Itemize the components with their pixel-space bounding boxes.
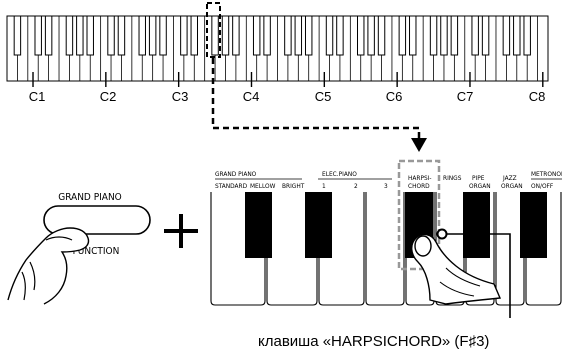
black-key: [357, 15, 365, 56]
black-key: [502, 15, 511, 56]
detail-black-key: [305, 192, 332, 258]
black-key: [211, 15, 219, 56]
detail-black-key: [245, 192, 272, 258]
plus-icon: [164, 214, 198, 248]
tone-item: 1: [322, 182, 326, 190]
black-key: [117, 15, 126, 56]
tone-group-title: GRAND PIANO: [215, 170, 257, 178]
black-key: [513, 15, 521, 56]
detail-black-key: [463, 192, 490, 258]
tone-item: HARPSI-: [408, 174, 432, 182]
tone-item: MELLOW: [250, 182, 276, 190]
black-key: [284, 15, 292, 56]
arrow-head-icon: [411, 138, 427, 152]
tone-item: PIPE: [472, 174, 485, 182]
octave-label: C7: [457, 89, 474, 104]
callout: клавиша «HARPSICHORD» (F♯3): [258, 228, 511, 350]
octave-label: C4: [243, 89, 260, 104]
harpsichord-highlight-box: [397, 159, 441, 271]
tone-item: ORGAN: [469, 182, 491, 190]
grand-piano-function-button[interactable]: [43, 205, 151, 235]
tone-item: 3: [384, 182, 388, 190]
tone-item: ORGAN: [501, 182, 523, 190]
detail-keyboard: [210, 192, 562, 306]
tone-item: JAZZ: [502, 174, 517, 182]
black-key: [377, 15, 386, 56]
black-key: [34, 15, 42, 56]
black-key: [76, 15, 84, 56]
octave-label: C6: [386, 89, 403, 104]
highlight-box: [206, 2, 221, 58]
black-key: [148, 15, 157, 56]
black-key: [325, 15, 334, 56]
callout-dot: [436, 228, 448, 240]
black-key: [107, 15, 115, 56]
octave-label: C3: [172, 89, 189, 104]
callout-leader: [447, 233, 511, 318]
tone-item: 2: [354, 182, 358, 190]
black-key: [409, 15, 417, 56]
black-key: [221, 15, 230, 56]
octave-label: C5: [315, 89, 332, 104]
pressing-hand-icon: [7, 227, 90, 305]
black-key: [429, 15, 438, 56]
tone-item: STANDARD: [215, 182, 248, 190]
black-key: [13, 15, 22, 56]
full-keyboard: [6, 15, 549, 87]
black-key: [180, 15, 188, 56]
detail-white-key: [365, 192, 405, 306]
button-label-bottom: FUNCTION: [73, 246, 120, 257]
tone-labels: GRAND PIANO STANDARD MELLOW BRIGHT ELEC.…: [215, 170, 562, 190]
grand-piano-button-group: GRAND PIANO FUNCTION: [7, 192, 151, 305]
black-key: [294, 15, 303, 56]
detail-black-key: [520, 192, 547, 258]
black-key: [86, 15, 94, 56]
detail-white-key: [266, 192, 318, 306]
octave-label: C1: [29, 89, 46, 104]
finger-hand-icon: [411, 233, 502, 305]
octave-label: C8: [529, 89, 546, 104]
octave-labels: C1 C2 C3 C4 C5 C6 C7 C8: [29, 89, 546, 104]
black-key: [481, 15, 490, 56]
black-key: [367, 15, 375, 56]
black-key: [190, 15, 198, 56]
octave-label: C2: [100, 89, 117, 104]
black-key: [523, 15, 531, 56]
tone-item: CHORD: [408, 182, 430, 190]
black-key: [263, 15, 271, 56]
black-key: [44, 15, 53, 56]
tone-item: ON/OFF: [531, 182, 554, 190]
black-key: [471, 15, 479, 56]
tone-item: BRIGHT: [282, 182, 305, 190]
tone-group-title: ELEC.PIANO: [322, 170, 357, 178]
black-key: [138, 15, 146, 56]
black-key: [159, 15, 167, 56]
black-key: [252, 15, 261, 56]
black-key: [65, 15, 74, 56]
black-key: [336, 15, 344, 56]
black-key: [232, 15, 240, 56]
button-label-top: GRAND PIANO: [58, 192, 122, 203]
black-key: [398, 15, 407, 56]
tone-item: RINGS: [443, 174, 462, 182]
black-key: [450, 15, 459, 56]
callout-label: клавиша «HARPSICHORD» (F♯3): [258, 333, 489, 350]
dashed-connector: [211, 58, 421, 138]
hand-finger-lines: [21, 236, 73, 301]
black-key: [304, 15, 313, 56]
tone-item: METRONOME: [531, 170, 562, 178]
black-key: [440, 15, 448, 56]
